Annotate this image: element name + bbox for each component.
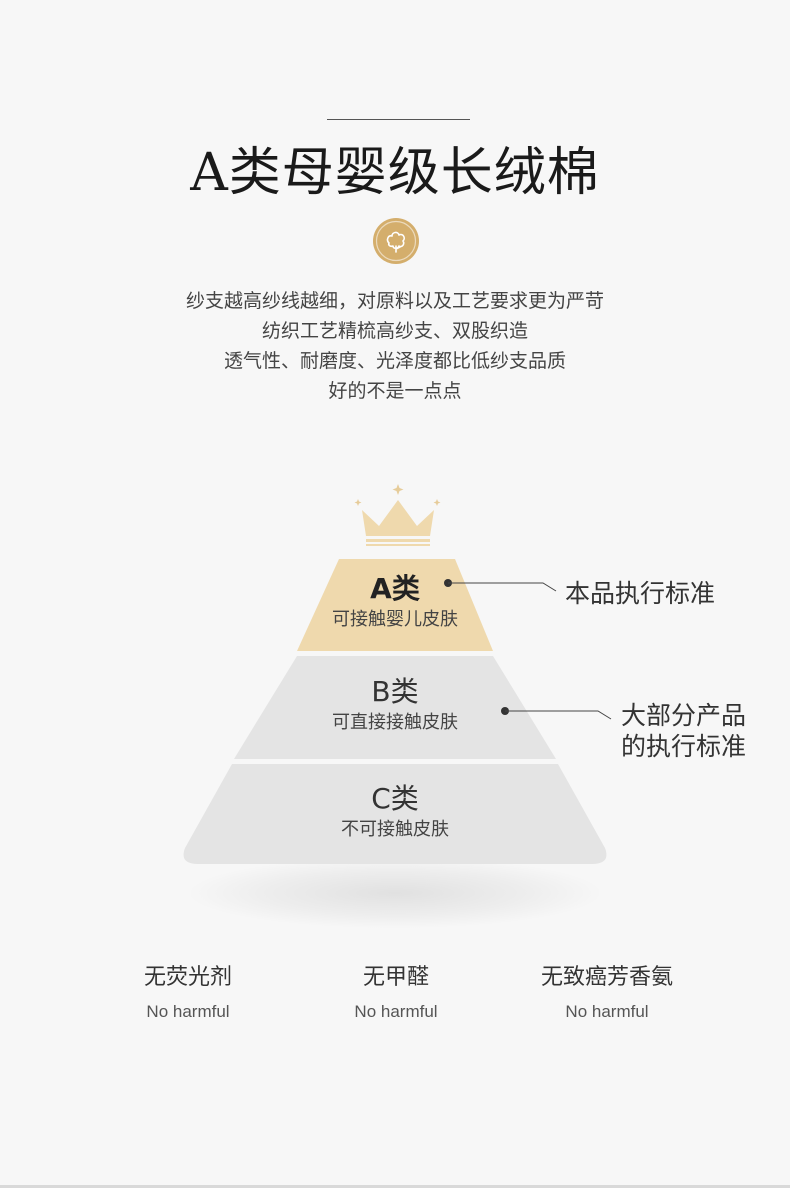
tier-b-sub: 可直接接触皮肤 [332, 712, 458, 733]
tier-a-name: A类 [370, 572, 420, 605]
feature-item: 无荧光剂 No harmful [88, 962, 288, 1024]
pyramid-shadow [190, 858, 600, 928]
tier-a-sub: 可接触婴儿皮肤 [332, 609, 458, 630]
feature-subtitle: No harmful [565, 1002, 649, 1021]
callout-a-label: 本品执行标准 [565, 579, 716, 608]
callout-b-label-line2: 的执行标准 [621, 732, 747, 761]
description-line: 纺织工艺精梳高纱支、双股织造 [261, 320, 528, 342]
feature-item: 无致癌芳香氨 No harmful [507, 962, 707, 1024]
feature-title: 无致癌芳香氨 [540, 965, 673, 990]
tier-c-name: C类 [371, 782, 419, 815]
description-line: 透气性、耐磨度、光泽度都比低纱支品质 [223, 350, 566, 372]
feature-title: 无荧光剂 [143, 965, 232, 990]
tier-c-sub: 不可接触皮肤 [341, 819, 449, 840]
tier-c-shape [183, 764, 607, 864]
page-title: A类母婴级长绒棉 [190, 143, 600, 203]
tier-a-shape [297, 559, 493, 651]
feature-title: 无甲醛 [362, 965, 429, 990]
description: 纱支越高纱线越细，对原料以及工艺要求更为严苛 纺织工艺精梳高纱支、双股织造 透气… [0, 286, 790, 406]
tier-c: C类 不可接触皮肤 [245, 782, 545, 842]
callout-b-line [505, 710, 612, 720]
callout-a-line [448, 582, 557, 592]
callout-b-label-line1: 大部分产品 [621, 701, 747, 730]
description-line: 纱支越高纱线越细，对原料以及工艺要求更为严苛 [185, 290, 604, 312]
tier-b-shape [234, 656, 556, 759]
cotton-flower-icon [373, 218, 419, 264]
tier-b-name: B类 [371, 675, 419, 708]
crown-icon [354, 484, 441, 546]
description-line: 好的不是一点点 [328, 380, 462, 402]
top-divider [322, 119, 470, 120]
tier-a: A类 可接触婴儿皮肤 [245, 572, 545, 632]
feature-subtitle: No harmful [354, 1002, 438, 1021]
bottom-divider [0, 1185, 790, 1188]
feature-subtitle: No harmful [146, 1002, 230, 1021]
feature-item: 无甲醛 No harmful [296, 962, 496, 1024]
tier-b: B类 可直接接触皮肤 [245, 675, 545, 735]
